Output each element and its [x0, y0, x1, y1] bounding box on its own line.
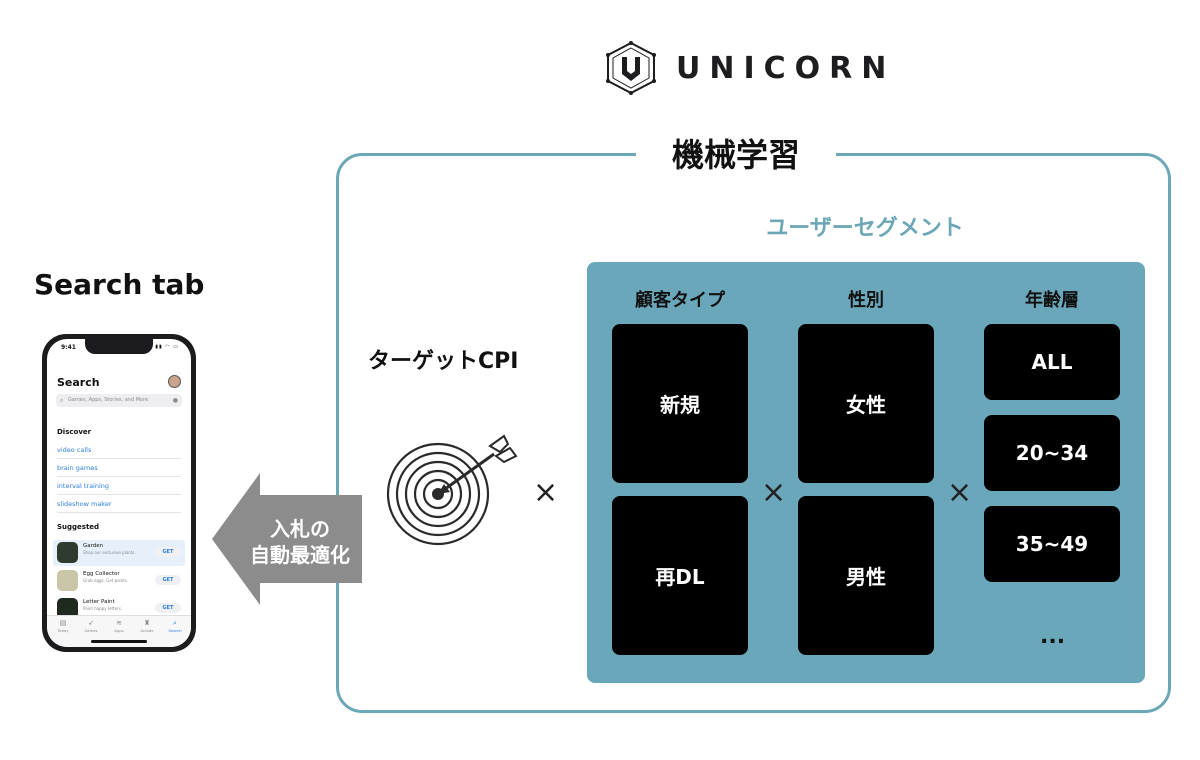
discover-item[interactable]: video calls — [57, 446, 181, 459]
discover-title: Discover — [57, 428, 92, 436]
suggested-app-row[interactable]: Egg Collector Grab eggs. Get points. GET — [53, 568, 185, 594]
leaf-icon — [57, 542, 78, 563]
status-icons: ▮▮ ◠ ▭ — [155, 344, 179, 350]
app-subtitle: Shop our exclusive plants. — [83, 550, 136, 555]
auto-optimization-line2: 自動最適化 — [250, 543, 350, 567]
tab-games[interactable]: ➶Games — [79, 619, 103, 633]
logo-text: UNICORN — [676, 50, 896, 86]
gender-header: 性別 — [848, 290, 884, 311]
tab-today[interactable]: ▤Today — [51, 619, 75, 633]
tab-arcade[interactable]: ♜Arcade — [135, 619, 159, 633]
app-subtitle: Grab eggs. Get points. — [83, 578, 129, 583]
segment-tile-age-all: ALL — [984, 324, 1120, 400]
home-indicator — [91, 640, 147, 643]
get-button[interactable]: GET — [155, 547, 181, 557]
user-segment-title: ユーザーセグメント — [766, 216, 964, 241]
discover-item[interactable]: slideshow maker — [57, 500, 181, 513]
tab-label: Apps — [114, 628, 124, 633]
suggested-app-row[interactable]: Letter Paint Paint happy letters. GET — [53, 596, 185, 622]
app-name: Letter Paint — [83, 599, 115, 605]
unicorn-logo: UNICORN — [602, 40, 895, 96]
search-icon: ⌕ — [173, 619, 177, 627]
unicorn-emblem-icon — [606, 41, 656, 95]
customer-type-header: 顧客タイプ — [635, 290, 725, 311]
segment-tile-female: 女性 — [798, 324, 934, 483]
auto-optimization-label: 入札の 自動最適化 — [245, 516, 355, 568]
get-button[interactable]: GET — [155, 603, 181, 613]
phone-page-title: Search — [57, 376, 100, 389]
microphone-icon[interactable]: ● — [172, 397, 178, 404]
search-placeholder: Games, Apps, Stories, and More — [68, 397, 149, 403]
multiply-sign-gender: × — [947, 475, 973, 510]
multiply-sign-customer: × — [761, 475, 787, 510]
tab-label: Games — [84, 628, 98, 633]
tab-search[interactable]: ⌕Search — [163, 619, 187, 633]
tab-label: Today — [57, 628, 69, 633]
suggested-app-row[interactable]: Garden Shop our exclusive plants. GET — [53, 540, 185, 566]
layers-icon: ≋ — [116, 619, 122, 627]
segment-tile-age-35-49: 35~49 — [984, 506, 1120, 582]
avatar[interactable] — [168, 375, 181, 388]
multiply-sign-target: × — [533, 475, 559, 510]
suggested-title: Suggested — [57, 523, 100, 531]
age-group-more: ... — [1040, 624, 1066, 649]
segment-tile-male: 男性 — [798, 496, 934, 655]
tab-apps[interactable]: ≋Apps — [107, 619, 131, 633]
segment-tile-redownload: 再DL — [612, 496, 748, 655]
get-button[interactable]: GET — [155, 575, 181, 585]
app-name: Garden — [83, 543, 104, 549]
phone-screen: 9:41 ▮▮ ◠ ▭ Search ⌕ Games, Apps, Storie… — [47, 339, 191, 647]
today-icon: ▤ — [59, 619, 67, 627]
rocket-icon: ➶ — [88, 619, 94, 627]
app-name: Egg Collector — [83, 571, 120, 577]
joystick-icon: ♜ — [143, 619, 151, 627]
search-icon: ⌕ — [60, 397, 64, 404]
discover-item[interactable]: brain games — [57, 464, 181, 477]
segment-tile-new: 新規 — [612, 324, 748, 483]
auto-optimization-line1: 入札の — [270, 517, 330, 541]
age-group-header: 年齢層 — [1025, 290, 1079, 311]
letter-paint-icon — [57, 598, 78, 619]
phone-mockup: 9:41 ▮▮ ◠ ▭ Search ⌕ Games, Apps, Storie… — [42, 334, 196, 652]
auto-optimization-arrow — [212, 473, 362, 605]
phone-notch — [85, 339, 153, 354]
search-tab-label: Search tab — [34, 268, 205, 301]
tab-label: Search — [168, 628, 182, 633]
target-icon — [386, 434, 518, 546]
phone-search-input[interactable]: ⌕ Games, Apps, Stories, and More ● — [56, 394, 182, 407]
discover-item[interactable]: interval training — [57, 482, 181, 495]
egg-icon — [57, 570, 78, 591]
target-cpi-label: ターゲットCPI — [368, 349, 519, 374]
machine-learning-title: 機械学習 — [636, 130, 836, 180]
segment-tile-age-20-34: 20~34 — [984, 415, 1120, 491]
tab-bar: ▤Today ➶Games ≋Apps ♜Arcade ⌕Search — [47, 615, 191, 647]
app-subtitle: Paint happy letters. — [83, 606, 123, 611]
status-time: 9:41 — [61, 344, 76, 351]
tab-label: Arcade — [140, 628, 154, 633]
